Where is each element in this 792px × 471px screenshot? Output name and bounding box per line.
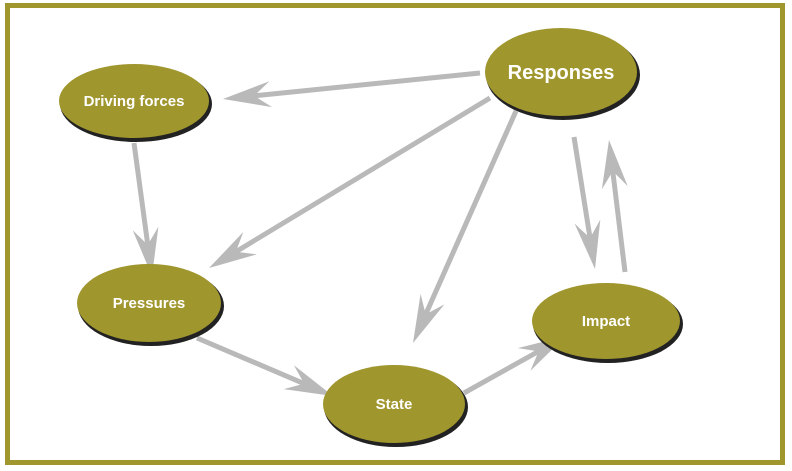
arrow-responses-to-pressures xyxy=(209,95,492,269)
node-responses: Responses xyxy=(485,28,640,120)
pressures-label: Pressures xyxy=(113,295,186,312)
state-label: State xyxy=(376,396,413,413)
driving-forces-label: Driving forces xyxy=(84,93,185,110)
impact-label: Impact xyxy=(582,313,630,330)
pressures-ellipse xyxy=(77,264,221,342)
responses-label: Responses xyxy=(508,62,615,84)
arrow-impact-to-responses xyxy=(601,140,628,273)
state-ellipse xyxy=(323,365,465,443)
node-state: State xyxy=(323,365,468,447)
arrow-pressures-to-state xyxy=(196,335,333,396)
arrow-state-to-impact xyxy=(462,336,566,396)
arrow-responses-to-impact xyxy=(571,136,601,269)
driving-forces-ellipse xyxy=(59,64,209,138)
arrow-layer xyxy=(131,70,628,396)
impact-ellipse xyxy=(532,283,680,359)
node-impact: Impact xyxy=(532,283,683,363)
arrow-responses-to-driving-forces xyxy=(223,70,481,108)
arrow-responses-to-state xyxy=(413,110,519,343)
responses-ellipse xyxy=(485,28,637,116)
arrow-driving-forces-to-pressures xyxy=(131,142,159,276)
node-pressures: Pressures xyxy=(77,264,224,346)
node-driving-forces: Driving forces xyxy=(59,64,212,142)
